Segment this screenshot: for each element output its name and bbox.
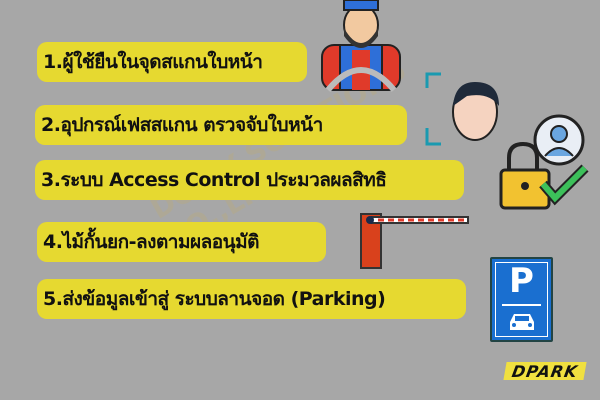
step-1: 1.ผู้ใช้ยืนในจุดสแกนใบหน้า [37,42,307,82]
parking-letter: P [509,261,534,301]
step-label: 4.ไม้กั้นยก-ลงตามผลอนุมัติ [43,231,260,253]
driver-icon [321,0,401,92]
car-icon [510,314,534,330]
dpark-logo: DPARK [503,361,587,381]
step-5: 5.ส่งข้อมูลเข้าสู่ ระบบลานจอด (Parking) [37,279,466,319]
dpark-logo-text: DPARK [510,361,580,381]
step-3: 3.ระบบ Access Control ประมวลผลสิทธิ [35,160,464,200]
step-label: 5.ส่งข้อมูลเข้าสู่ ระบบลานจอด (Parking) [43,288,386,310]
step-4: 4.ไม้กั้นยก-ลงตามผลอนุมัติ [37,222,326,262]
barrier-gate-icon [360,213,469,269]
face-scan-icon [425,72,499,146]
step-label: 3.ระบบ Access Control ประมวลผลสิทธิ [41,169,387,191]
step-label: 1.ผู้ใช้ยืนในจุดสแกนใบหน้า [43,51,263,73]
parking-sign-icon: P [490,257,553,342]
step-label: 2.อุปกรณ์เฟสสแกน ตรวจจับใบหน้า [41,114,323,136]
step-2: 2.อุปกรณ์เฟสสแกน ตรวจจับใบหน้า [35,105,407,145]
access-lock-icon [499,114,589,210]
